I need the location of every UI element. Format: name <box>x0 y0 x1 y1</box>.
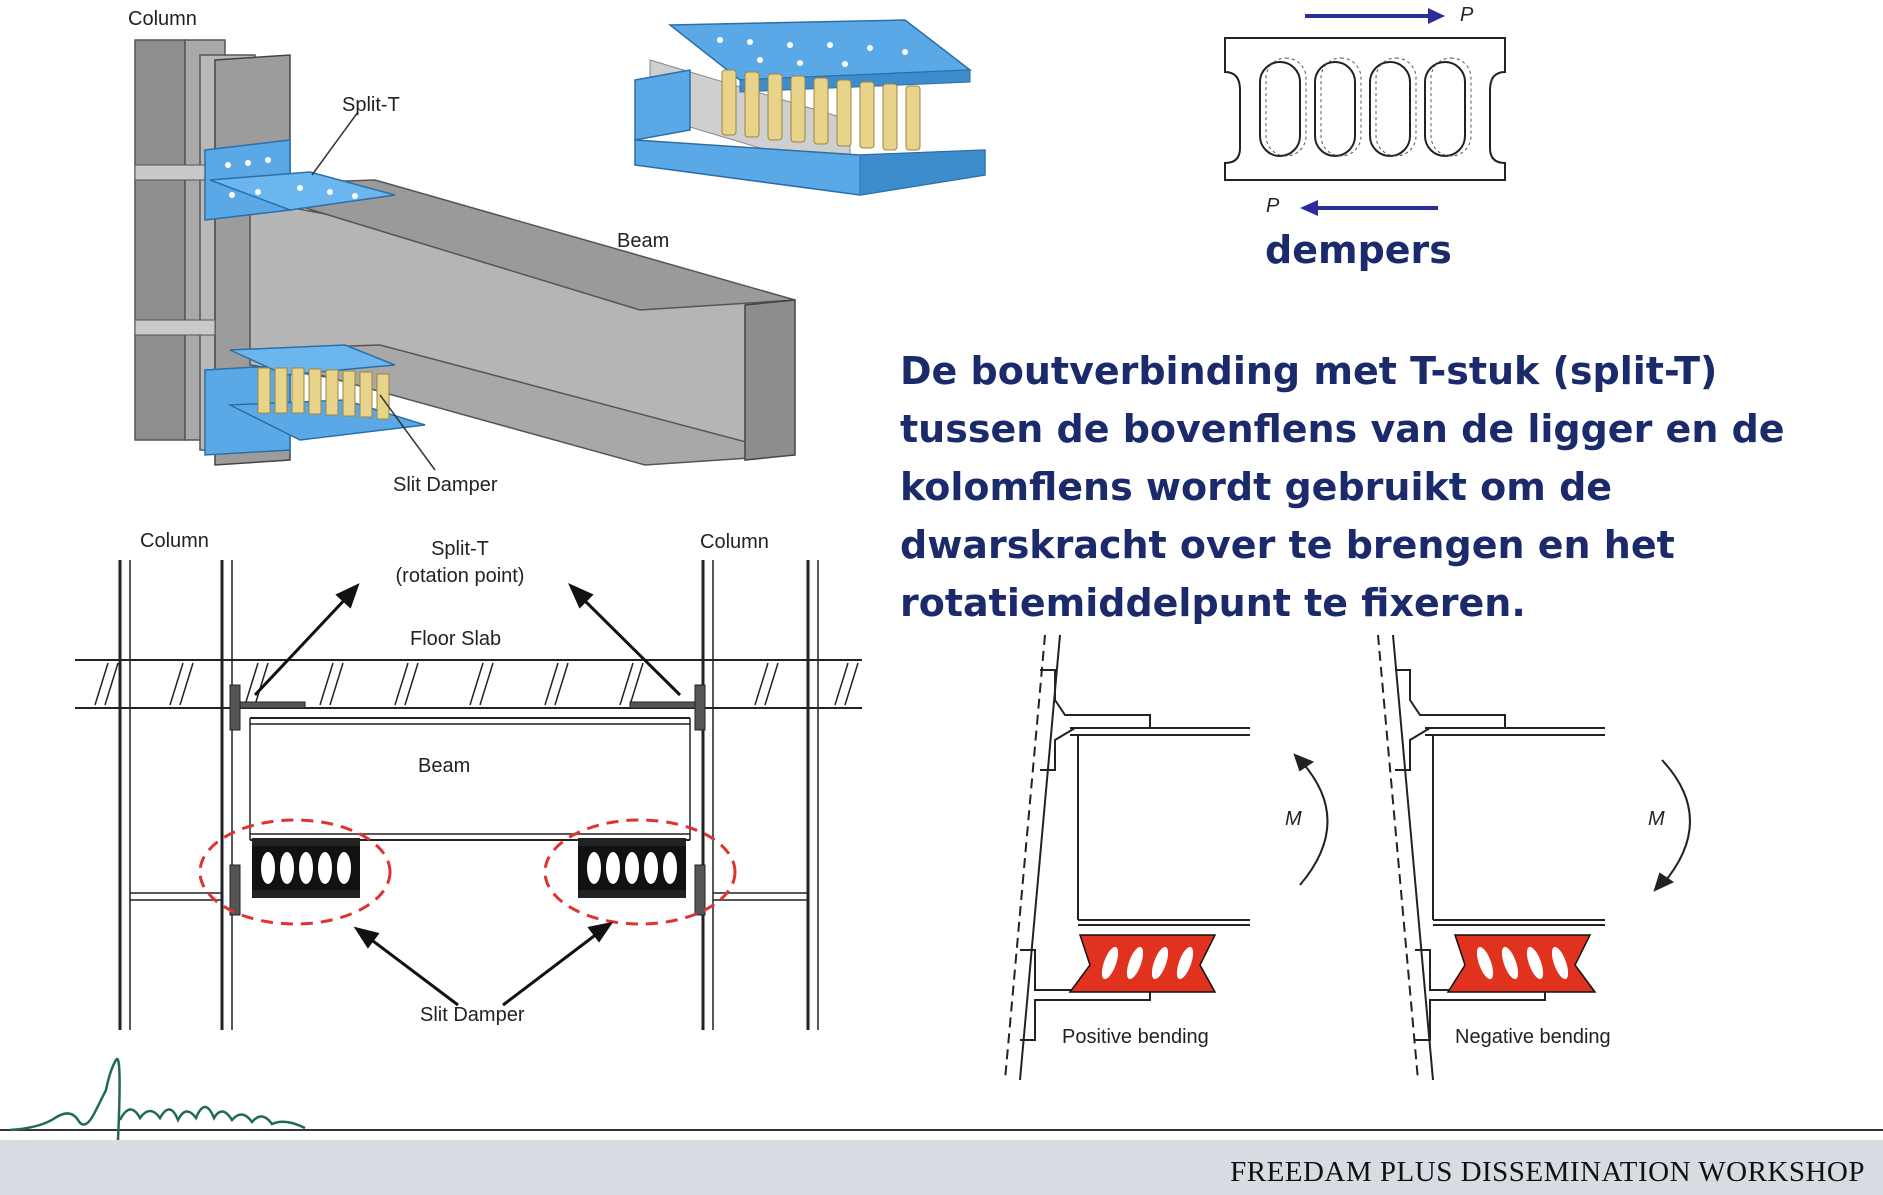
frame-slit-damper-label: Slit Damper <box>420 1004 525 1026</box>
iso-connection-illustration <box>134 39 796 471</box>
frame-column-left-label: Column <box>140 530 209 552</box>
frame-split-t-label: Split-T <box>431 538 489 560</box>
damper-closeup-illustration <box>634 19 986 196</box>
dempers-caption: dempers <box>1265 228 1452 272</box>
positive-bending-red-damper <box>1068 934 1217 993</box>
frame-floor-slab-label: Floor Slab <box>410 628 502 650</box>
negative-bending-red-damper <box>1446 934 1597 993</box>
footer-title: FREEDAM PLUS DISSEMINATION WORKSHOP <box>1230 1156 1865 1188</box>
negative-bending-diagram <box>1377 634 1691 1081</box>
frame-beam-label: Beam <box>418 755 471 777</box>
positive-bending-diagram <box>1004 634 1329 1081</box>
positive-bending-label: Positive bending <box>1062 1026 1209 1048</box>
iso-column-label: Column <box>128 8 197 30</box>
force-p-bottom-label: P <box>1266 195 1280 217</box>
frame-rotation-point-label: (rotation point) <box>395 565 525 587</box>
description-text: De boutverbinding met T-stuk (split-T) t… <box>900 349 1785 625</box>
moment-label-negative: M <box>1648 808 1665 830</box>
footer-bar <box>0 1140 1883 1195</box>
force-p-top-label: P <box>1460 4 1474 26</box>
moment-label-positive: M <box>1285 808 1302 830</box>
iso-split-t-label: Split-T <box>342 94 400 116</box>
freedam-logo <box>9 1057 306 1181</box>
iso-beam-label: Beam <box>617 230 670 252</box>
frame-column-right-label: Column <box>700 531 769 553</box>
frame-slit-damper-left <box>198 818 392 926</box>
frame-slit-damper-right <box>543 818 737 926</box>
slit-plate-schematic <box>1224 8 1506 216</box>
iso-slit-damper-label: Slit Damper <box>393 474 498 496</box>
negative-bending-label: Negative bending <box>1455 1026 1611 1048</box>
frame-arrows <box>253 583 682 1007</box>
